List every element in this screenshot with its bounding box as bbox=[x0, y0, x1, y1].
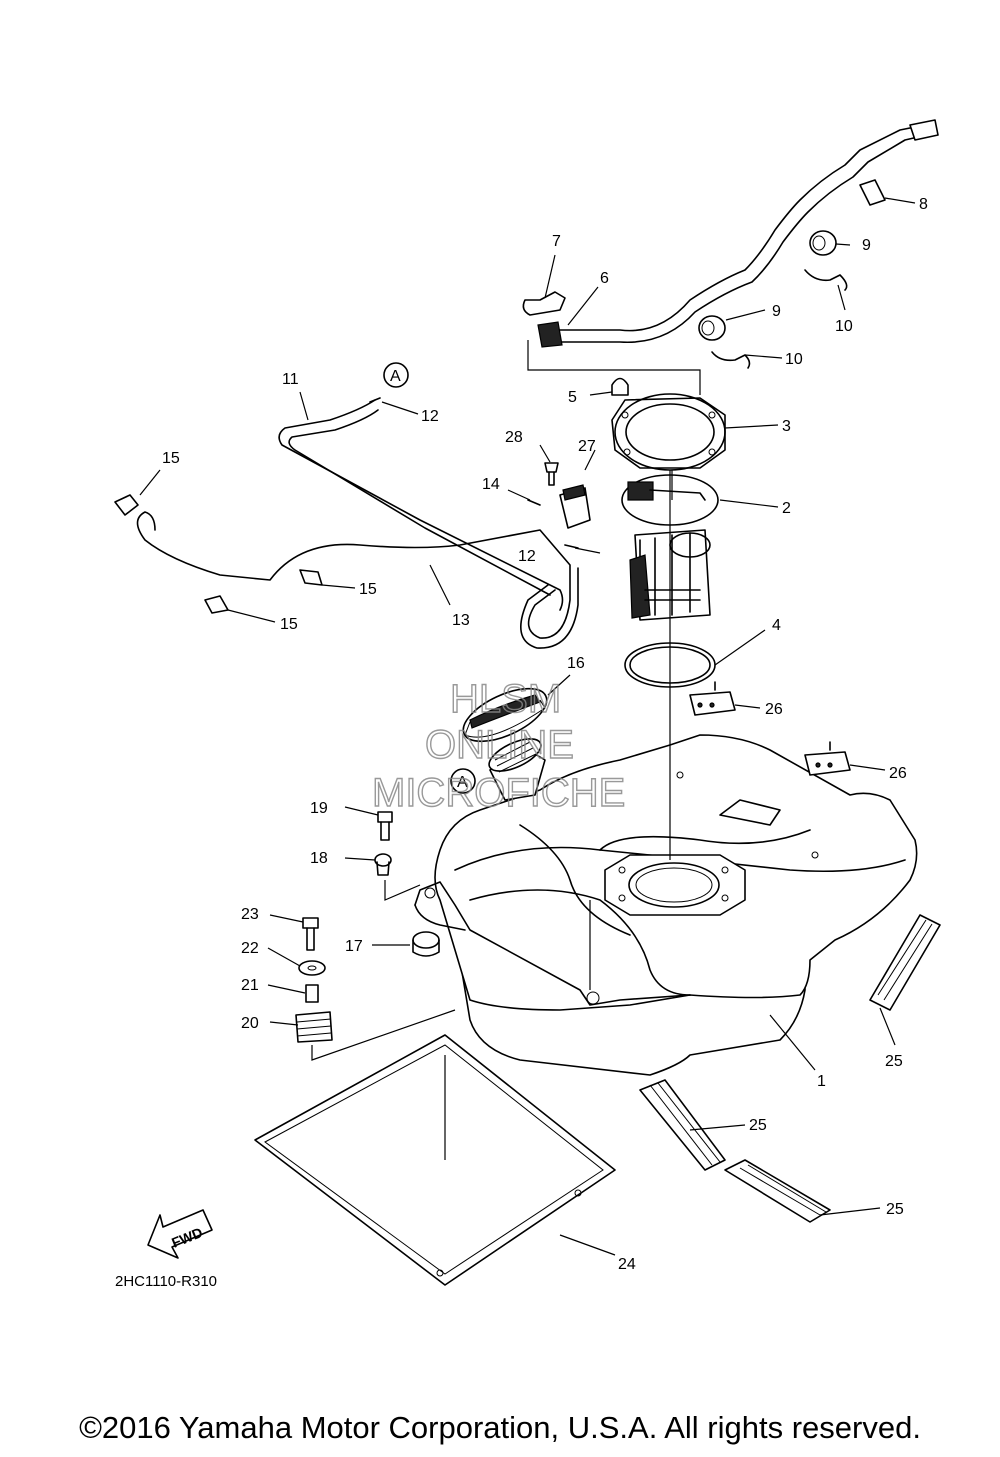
rollover-valve-27 bbox=[559, 484, 591, 529]
callout-10a: 10 bbox=[835, 318, 853, 335]
callout-11: 11 bbox=[282, 371, 299, 388]
bolt-28 bbox=[544, 462, 559, 486]
grommet-9 bbox=[809, 230, 837, 256]
callout-10b: 10 bbox=[785, 351, 803, 368]
callout-6: 6 bbox=[600, 270, 609, 287]
svg-text:A: A bbox=[390, 368, 401, 385]
callout-20: 20 bbox=[241, 1015, 259, 1032]
callout-26a: 26 bbox=[765, 701, 783, 718]
reference-mark-a-top: A bbox=[383, 362, 409, 388]
clamp-10 bbox=[804, 269, 848, 291]
protector-plate bbox=[254, 1034, 616, 1286]
callout-22: 22 bbox=[241, 940, 259, 957]
callout-18: 18 bbox=[310, 850, 328, 867]
breather-hose-13 bbox=[136, 511, 579, 649]
callout-28: 28 bbox=[505, 429, 523, 446]
svg-text:A: A bbox=[457, 774, 468, 791]
assembly-guide-lines bbox=[311, 340, 701, 1160]
clamp-8 bbox=[859, 179, 886, 206]
washer-22 bbox=[298, 960, 326, 976]
callout-26b: 26 bbox=[889, 765, 907, 782]
copyright-notice: ©2016 Yamaha Motor Corporation, U.S.A. A… bbox=[79, 1410, 921, 1445]
callout-5: 5 bbox=[568, 389, 577, 406]
diagram-code: 2HC1110-R310 bbox=[115, 1273, 217, 1290]
fuel-cap bbox=[462, 687, 548, 743]
bracket-25a bbox=[869, 914, 941, 1011]
damper-26b bbox=[804, 741, 851, 776]
bracket-25c bbox=[724, 1159, 831, 1223]
watermark-line-2: ONLINE bbox=[425, 723, 574, 767]
bolt-19 bbox=[377, 811, 393, 841]
reference-mark-a-neck: A bbox=[450, 768, 476, 794]
damper-17 bbox=[412, 931, 440, 957]
bracket-25b bbox=[639, 1079, 726, 1171]
watermark-line-1: HLSM bbox=[450, 677, 561, 721]
callout-15c: 15 bbox=[280, 616, 298, 633]
hose-clips-15 bbox=[114, 494, 323, 614]
damper-26a bbox=[689, 681, 736, 716]
callout-9a: 9 bbox=[862, 237, 871, 254]
callout-23: 23 bbox=[241, 906, 259, 923]
callout-15b: 15 bbox=[359, 581, 377, 598]
fuel-hose bbox=[537, 119, 939, 348]
callout-7: 7 bbox=[552, 233, 561, 250]
callout-25a: 25 bbox=[885, 1053, 903, 1070]
nut bbox=[611, 377, 629, 396]
collar-18 bbox=[374, 853, 392, 876]
collar-21 bbox=[305, 984, 319, 1003]
callout-13: 13 bbox=[452, 612, 470, 629]
callout-17: 17 bbox=[345, 938, 363, 955]
clip-12-and-14 bbox=[369, 397, 579, 549]
callout-27: 27 bbox=[578, 438, 596, 455]
callout-9b: 9 bbox=[772, 303, 781, 320]
callout-21: 21 bbox=[241, 977, 259, 994]
callout-3: 3 bbox=[782, 418, 791, 435]
grommet-9b bbox=[698, 315, 726, 341]
hose-clamp-7 bbox=[522, 291, 566, 316]
callout-19: 19 bbox=[310, 800, 328, 817]
bolt-23 bbox=[302, 917, 319, 951]
callout-12b: 12 bbox=[518, 548, 536, 565]
callout-labels: 1 2 3 4 5 6 7 8 9 9 10 10 11 12 12 13 14… bbox=[162, 196, 928, 1273]
callout-15a: 15 bbox=[162, 450, 180, 467]
fuel-pump-plate bbox=[611, 393, 726, 471]
callout-12a: 12 bbox=[421, 408, 439, 425]
callout-25b: 25 bbox=[749, 1117, 767, 1134]
callout-2: 2 bbox=[782, 500, 791, 517]
watermark: HLSM ONLINE MICROFICHE bbox=[371, 676, 626, 815]
leader-lines bbox=[139, 197, 916, 1256]
damper-20 bbox=[295, 1011, 333, 1043]
clamp-10b bbox=[711, 351, 751, 369]
callout-4: 4 bbox=[772, 617, 781, 634]
callout-1: 1 bbox=[817, 1073, 826, 1090]
callout-8: 8 bbox=[919, 196, 928, 213]
watermark-line-3: MICROFICHE bbox=[372, 771, 625, 815]
callout-14: 14 bbox=[482, 476, 500, 493]
fuel-tank bbox=[414, 734, 918, 1076]
forward-arrow-icon: FWD bbox=[147, 1209, 213, 1259]
callout-25c: 25 bbox=[886, 1201, 904, 1218]
callout-24: 24 bbox=[618, 1256, 636, 1273]
breather-hose-11 bbox=[278, 399, 564, 611]
callout-16: 16 bbox=[567, 655, 585, 672]
